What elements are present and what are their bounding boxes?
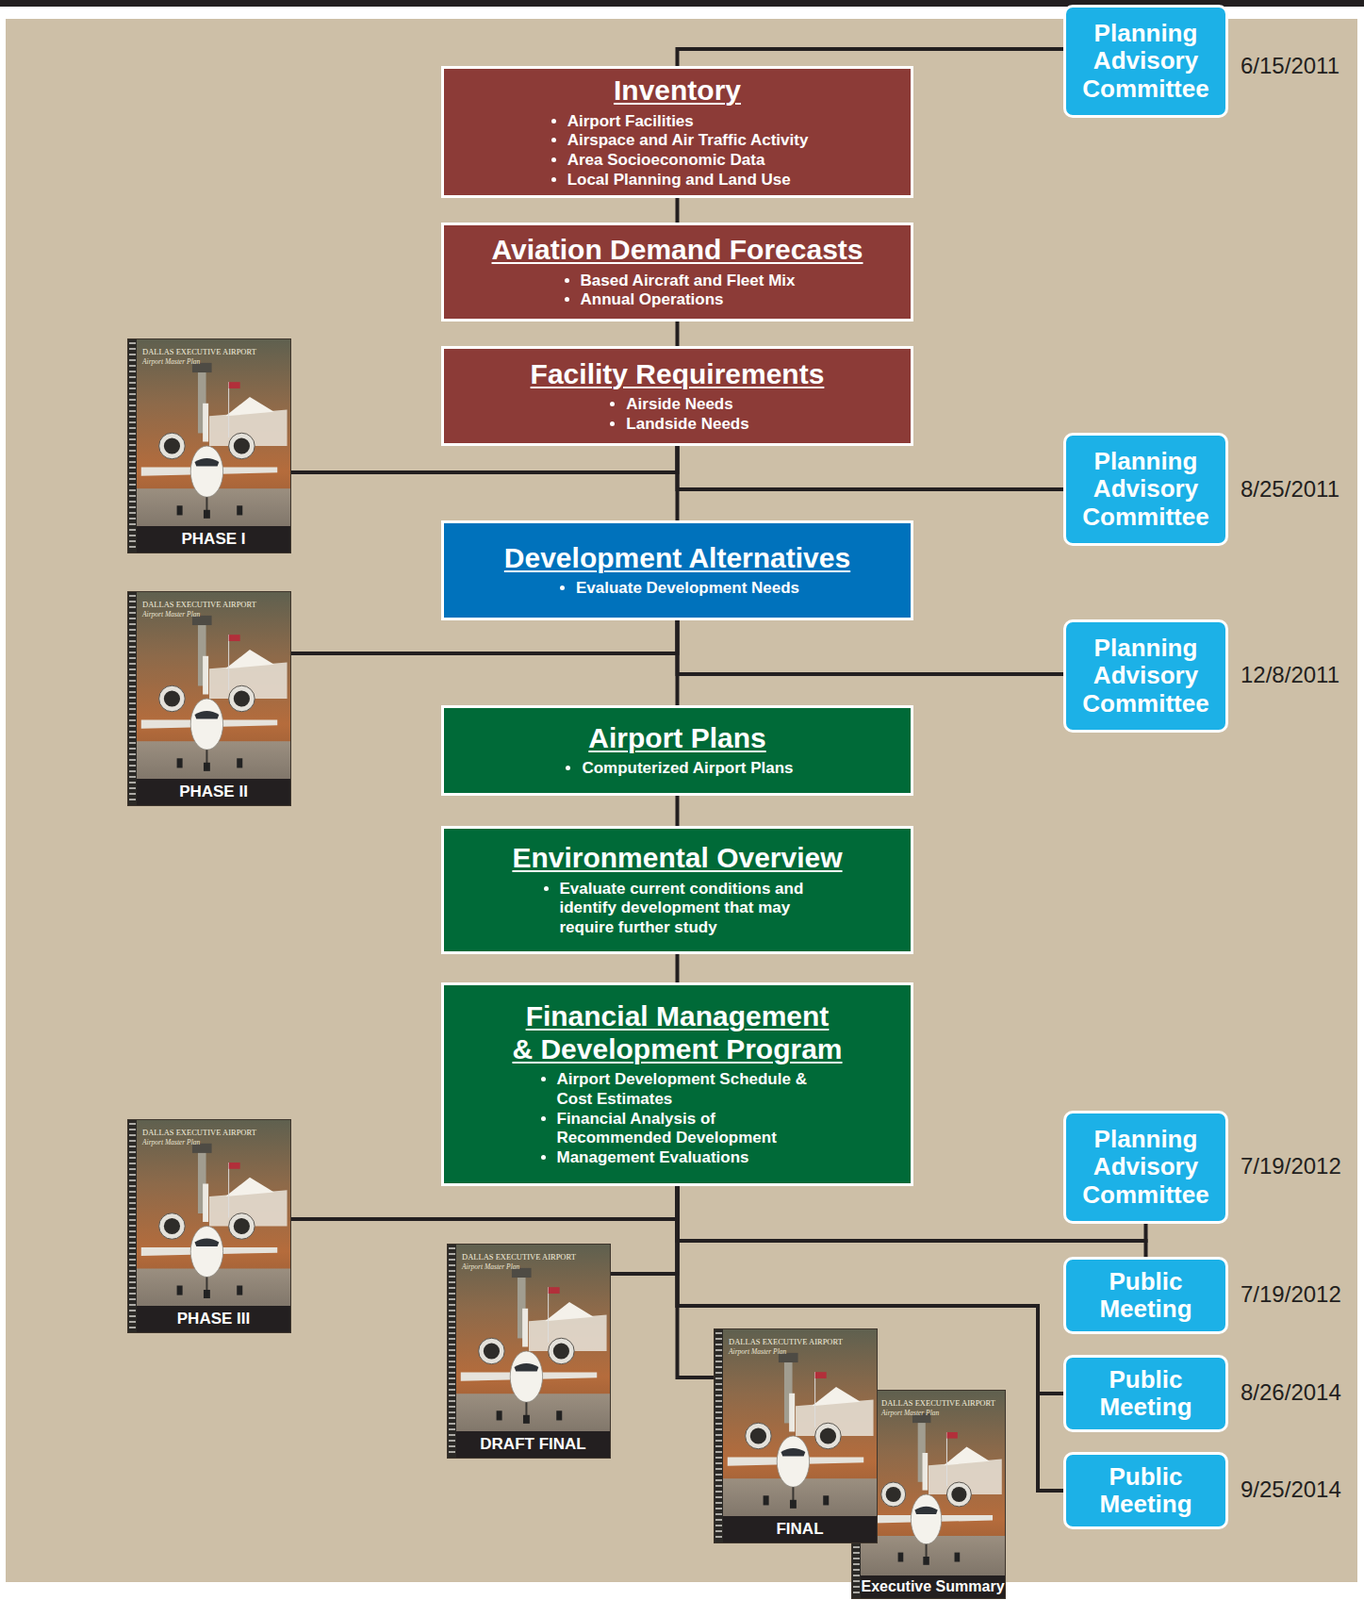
connector-line	[675, 321, 680, 346]
book-cover-art	[447, 1244, 610, 1458]
book-label: PHASE I	[136, 525, 291, 553]
committee-box: Planning Advisory Committee	[1063, 4, 1229, 118]
meeting-date: 8/26/2014	[1240, 1379, 1342, 1406]
cover-subtitle: Airport Master Plan	[128, 357, 291, 366]
bullet-item: Local Planning and Land Use	[567, 170, 809, 191]
connector-line	[675, 795, 680, 826]
book-label: PHASE III	[136, 1305, 291, 1332]
bullet-item: Area Socioeconomic Data	[567, 150, 809, 171]
box-heading: Aviation Demand Forecasts	[492, 233, 864, 267]
committee-box: Planning Advisory Committee	[1063, 1110, 1229, 1224]
report-book: DALLAS EXECUTIVE AIRPORTAirport Master P…	[128, 1119, 291, 1332]
connector-line	[677, 1185, 716, 1378]
meeting-box: Public Meeting	[1063, 1256, 1229, 1334]
meeting-date: 8/25/2011	[1240, 476, 1340, 503]
book-cover-art	[714, 1329, 877, 1543]
connector-line	[290, 620, 678, 654]
connector-line	[677, 620, 1065, 674]
bullet-item: Landside Needs	[625, 414, 749, 435]
connector-line	[677, 445, 1065, 490]
meeting-name: Public Meeting	[1071, 1267, 1220, 1323]
bullet-item: Computerized Airport Plans	[581, 758, 793, 779]
process-box: Financial Management & Development Progr…	[441, 982, 914, 1186]
cover-subtitle: Airport Master Plan	[714, 1347, 877, 1356]
cover-title: DALLAS EXECUTIVE AIRPORT	[128, 346, 291, 357]
book-cover-art	[128, 339, 291, 553]
committee-name: Planning Advisory Committee	[1071, 634, 1220, 717]
process-box: Airport PlansComputerized Airport Plans	[441, 705, 914, 796]
meeting-name: Public Meeting	[1071, 1462, 1220, 1518]
meeting-date: 7/19/2012	[1240, 1152, 1342, 1180]
meeting-date: 12/8/2011	[1240, 661, 1340, 689]
box-heading: Inventory	[613, 74, 741, 108]
bullet-item: Annual Operations	[580, 290, 796, 311]
meeting-date: 9/25/2014	[1240, 1476, 1342, 1503]
bullet-item: Financial Analysis of Recommended Develo…	[557, 1109, 820, 1149]
meeting-box: Public Meeting	[1063, 1354, 1229, 1432]
connector-line	[290, 445, 678, 473]
bullet-item: Evaluate current conditions and identify…	[559, 879, 817, 938]
cover-subtitle: Airport Master Plan	[128, 609, 291, 619]
report-book: DALLAS EXECUTIVE AIRPORTAirport Master P…	[128, 591, 291, 806]
process-box: InventoryAirport FacilitiesAirspace and …	[441, 65, 914, 198]
cover-title: DALLAS EXECUTIVE AIRPORT	[447, 1251, 610, 1262]
meeting-date: 6/15/2011	[1240, 52, 1340, 80]
connector-line	[675, 953, 680, 983]
bullet-list: Evaluate Development Needs	[555, 578, 800, 599]
connector-line	[675, 197, 680, 223]
connector-line	[290, 1185, 678, 1219]
bullet-item: Airport Development Schedule & Cost Esti…	[557, 1069, 820, 1109]
box-heading: Development Alternatives	[504, 542, 851, 576]
book-cover-art	[128, 1119, 291, 1332]
cover-title: DALLAS EXECUTIVE AIRPORT	[714, 1336, 877, 1347]
report-book: DALLAS EXECUTIVE AIRPORTAirport Master P…	[714, 1329, 877, 1543]
meeting-date: 7/19/2012	[1240, 1281, 1342, 1308]
committee-name: Planning Advisory Committee	[1071, 1125, 1220, 1208]
box-heading: Airport Plans	[588, 722, 766, 756]
box-heading: Facility Requirements	[530, 358, 825, 392]
book-label: PHASE II	[136, 778, 291, 806]
committee-name: Planning Advisory Committee	[1071, 447, 1220, 530]
connector-line	[609, 1185, 678, 1274]
cover-title: DALLAS EXECUTIVE AIRPORT	[128, 1127, 291, 1137]
report-book: DALLAS EXECUTIVE AIRPORTAirport Master P…	[447, 1244, 610, 1458]
bullet-item: Airspace and Air Traffic Activity	[567, 131, 809, 151]
box-heading: Financial Management & Development Progr…	[470, 1000, 886, 1066]
connector-line	[677, 49, 1065, 66]
report-book: DALLAS EXECUTIVE AIRPORTAirport Master P…	[128, 339, 291, 553]
bullet-list: Airport FacilitiesAirspace and Air Traff…	[546, 112, 809, 191]
process-box: Aviation Demand ForecastsBased Aircraft …	[441, 222, 914, 322]
bullet-list: Airside NeedsLandside Needs	[605, 394, 749, 434]
process-box: Development AlternativesEvaluate Develop…	[441, 520, 914, 621]
committee-box: Planning Advisory Committee	[1063, 619, 1229, 733]
bullet-list: Evaluate current conditions and identify…	[539, 879, 817, 938]
process-box: Environmental OverviewEvaluate current c…	[441, 825, 914, 954]
meeting-box: Public Meeting	[1063, 1451, 1229, 1529]
committee-name: Planning Advisory Committee	[1071, 19, 1220, 102]
bullet-item: Airport Facilities	[567, 112, 809, 132]
cover-subtitle: Airport Master Plan	[447, 1262, 610, 1271]
book-label: DRAFT FINAL	[456, 1430, 610, 1458]
process-box: Facility RequirementsAirside NeedsLandsi…	[441, 345, 914, 446]
cover-title: DALLAS EXECUTIVE AIRPORT	[128, 599, 291, 609]
bullet-item: Based Aircraft and Fleet Mix	[580, 271, 796, 292]
cover-subtitle: Airport Master Plan	[128, 1137, 291, 1147]
book-label: Executive Summary	[860, 1575, 1005, 1598]
box-heading: Environmental Overview	[511, 841, 842, 875]
meeting-name: Public Meeting	[1071, 1365, 1220, 1421]
bullet-item: Management Evaluations	[557, 1148, 820, 1168]
bullet-list: Airport Development Schedule & Cost Esti…	[536, 1069, 820, 1168]
bullet-item: Evaluate Development Needs	[575, 578, 800, 599]
bullet-list: Computerized Airport Plans	[560, 758, 793, 779]
committee-box: Planning Advisory Committee	[1063, 432, 1229, 546]
bullet-list: Based Aircraft and Fleet MixAnnual Opera…	[559, 271, 796, 311]
book-label: FINAL	[723, 1515, 877, 1543]
book-cover-art	[128, 591, 291, 806]
bullet-item: Airside Needs	[625, 394, 749, 415]
